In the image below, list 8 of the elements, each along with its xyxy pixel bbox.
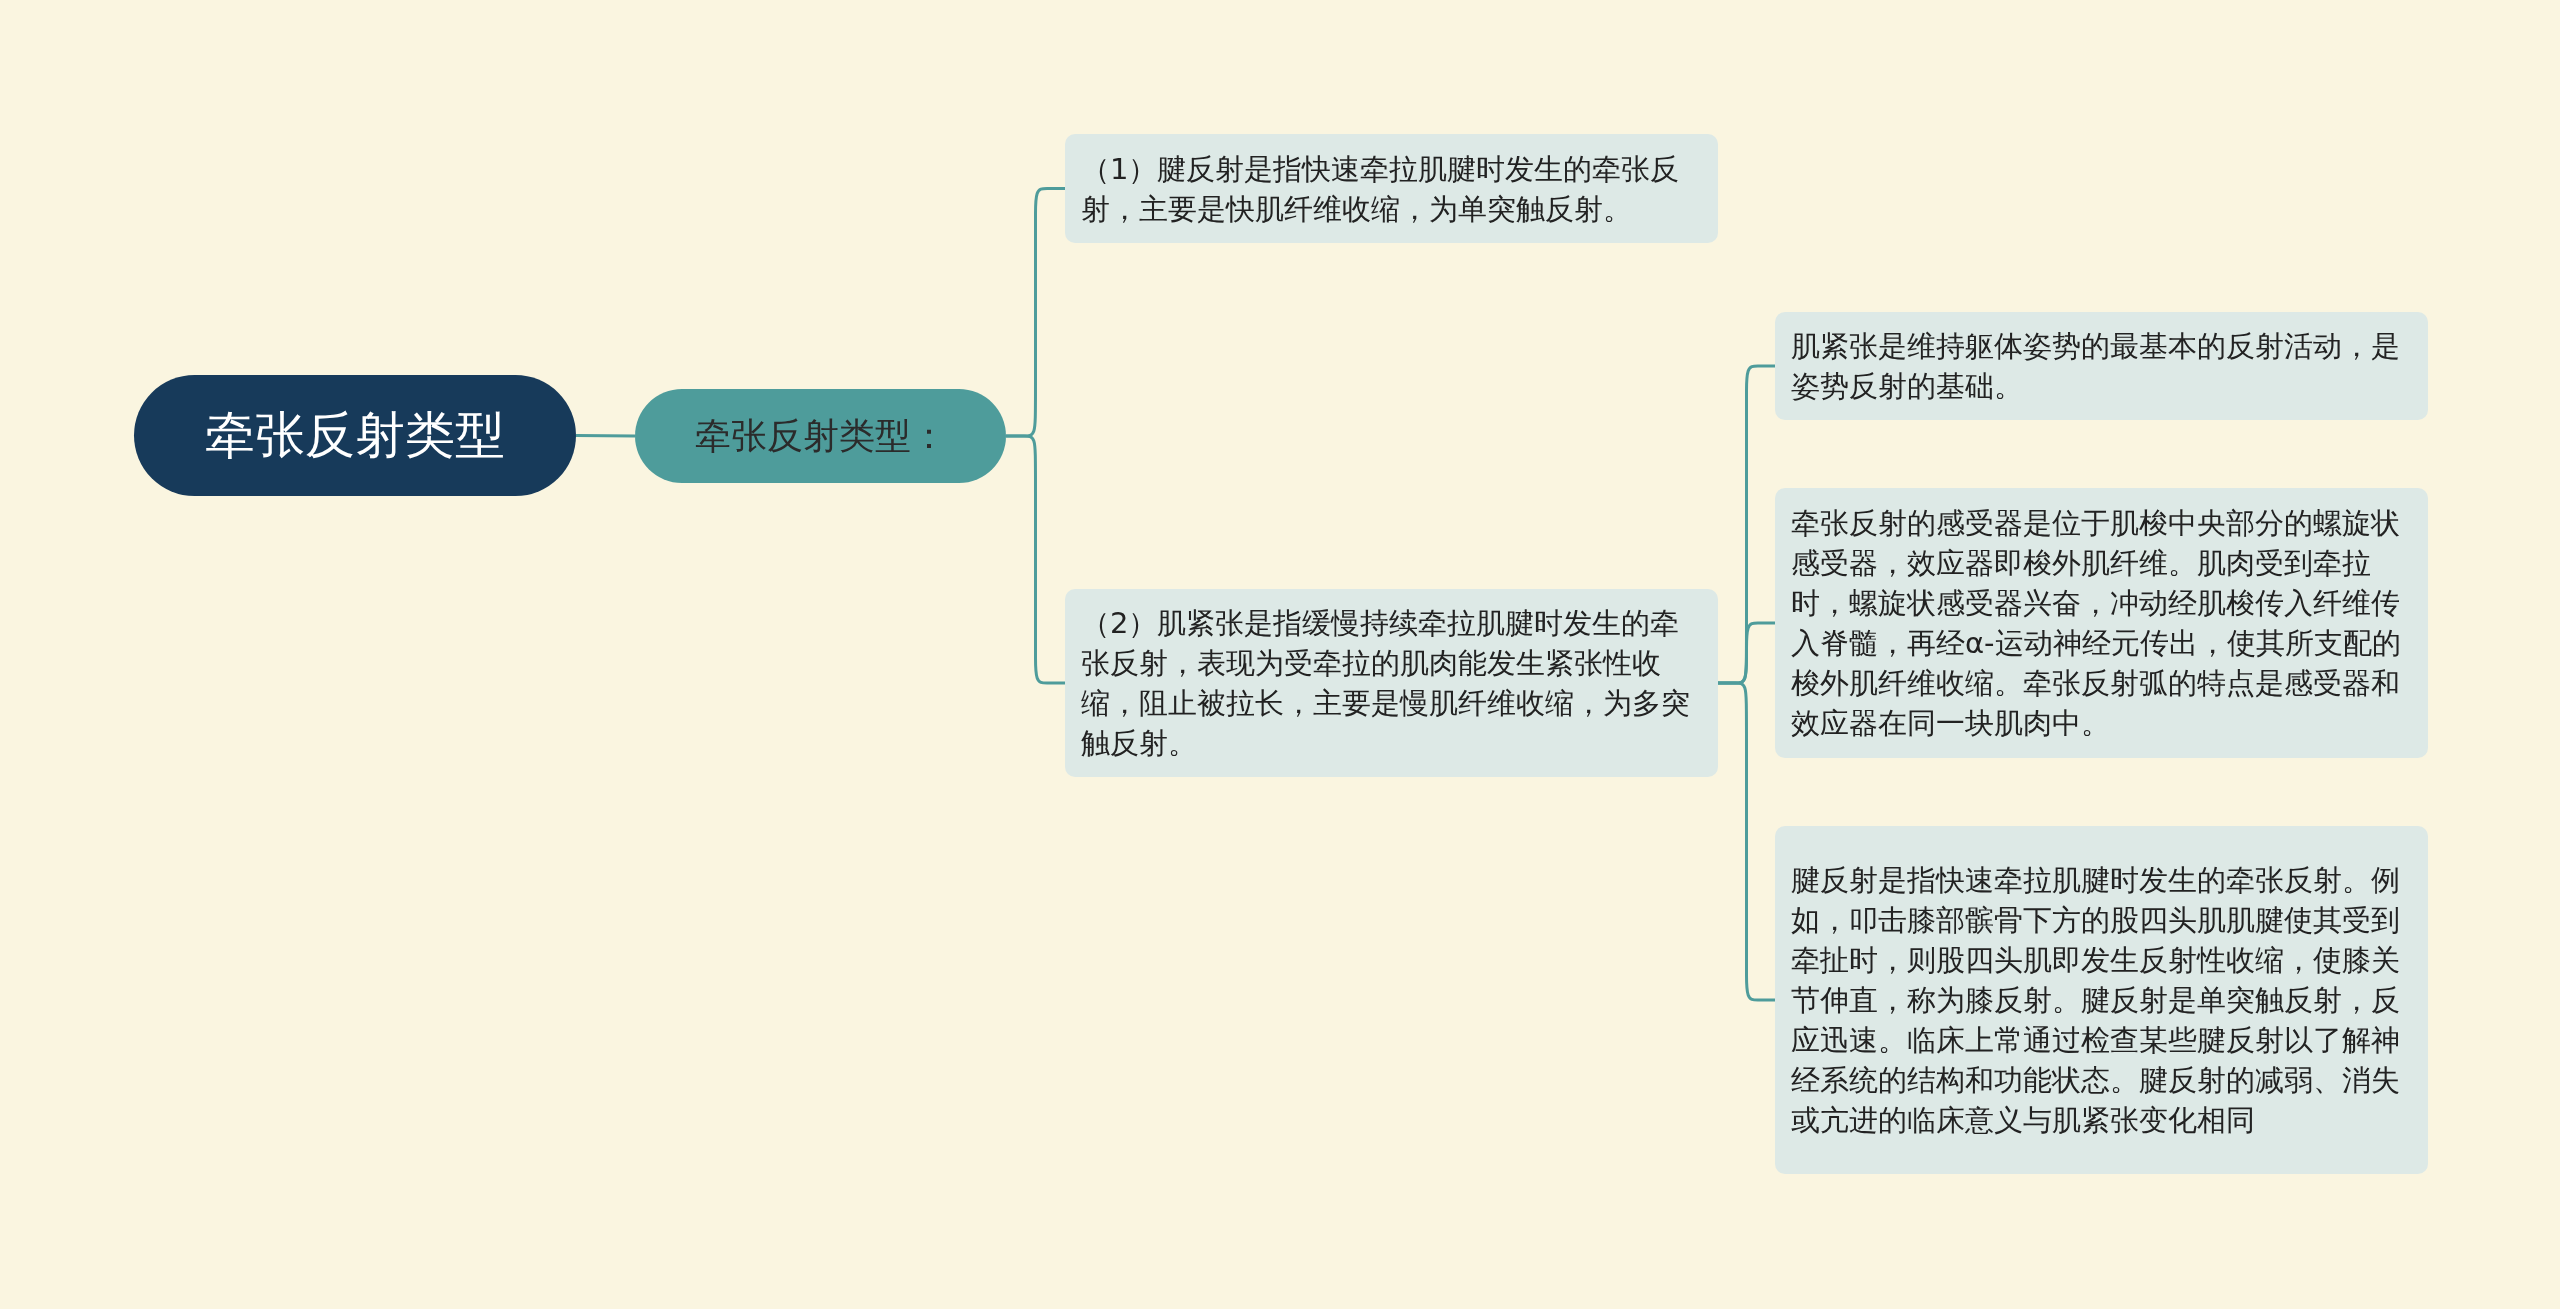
text-card: 肌紧张是维持躯体姿势的最基本的反射活动，是姿势反射的基础。: [1775, 312, 2428, 420]
text-card: （1）腱反射是指快速牵拉肌腱时发生的牵张反射，主要是快肌纤维收缩，为单突触反射。: [1065, 134, 1718, 243]
text-card: （2）肌紧张是指缓慢持续牵拉肌腱时发生的牵张反射，表现为受牵拉的肌肉能发生紧张性收缩，阻止被拉长，主要是慢肌纤维收缩，为多突触反射。: [1065, 589, 1718, 777]
root-topic: 牵张反射类型: [134, 375, 576, 496]
branch-topic: 牵张反射类型：: [635, 389, 1006, 483]
connector-line: [576, 434, 635, 438]
text-card: 腱反射是指快速牵拉肌腱时发生的牵张反射。例如，叩击膝部髌骨下方的股四头肌肌腱使其受到牵扯时，则股四头肌即发生反射性收缩，使膝关节伸直，称为膝反射。腱反射是单突触反射，反应迅速。临床上常通过检查某些腱反射以了解神经系统的结构和功能状态。腱反射的减弱、消失或亢进的临床意义与肌紧张变化相同: [1775, 826, 2428, 1174]
text-card: 牵张反射的感受器是位于肌梭中央部分的螺旋状感受器，效应器即梭外肌纤维。肌肉受到牵拉时，螺旋状感受器兴奋，冲动经肌梭传入纤维传入脊髓，再经α-运动神经元传出，使其所支配的梭外肌纤维收缩。牵张反射弧的特点是感受器和效应器在同一块肌肉中。: [1775, 488, 2428, 758]
